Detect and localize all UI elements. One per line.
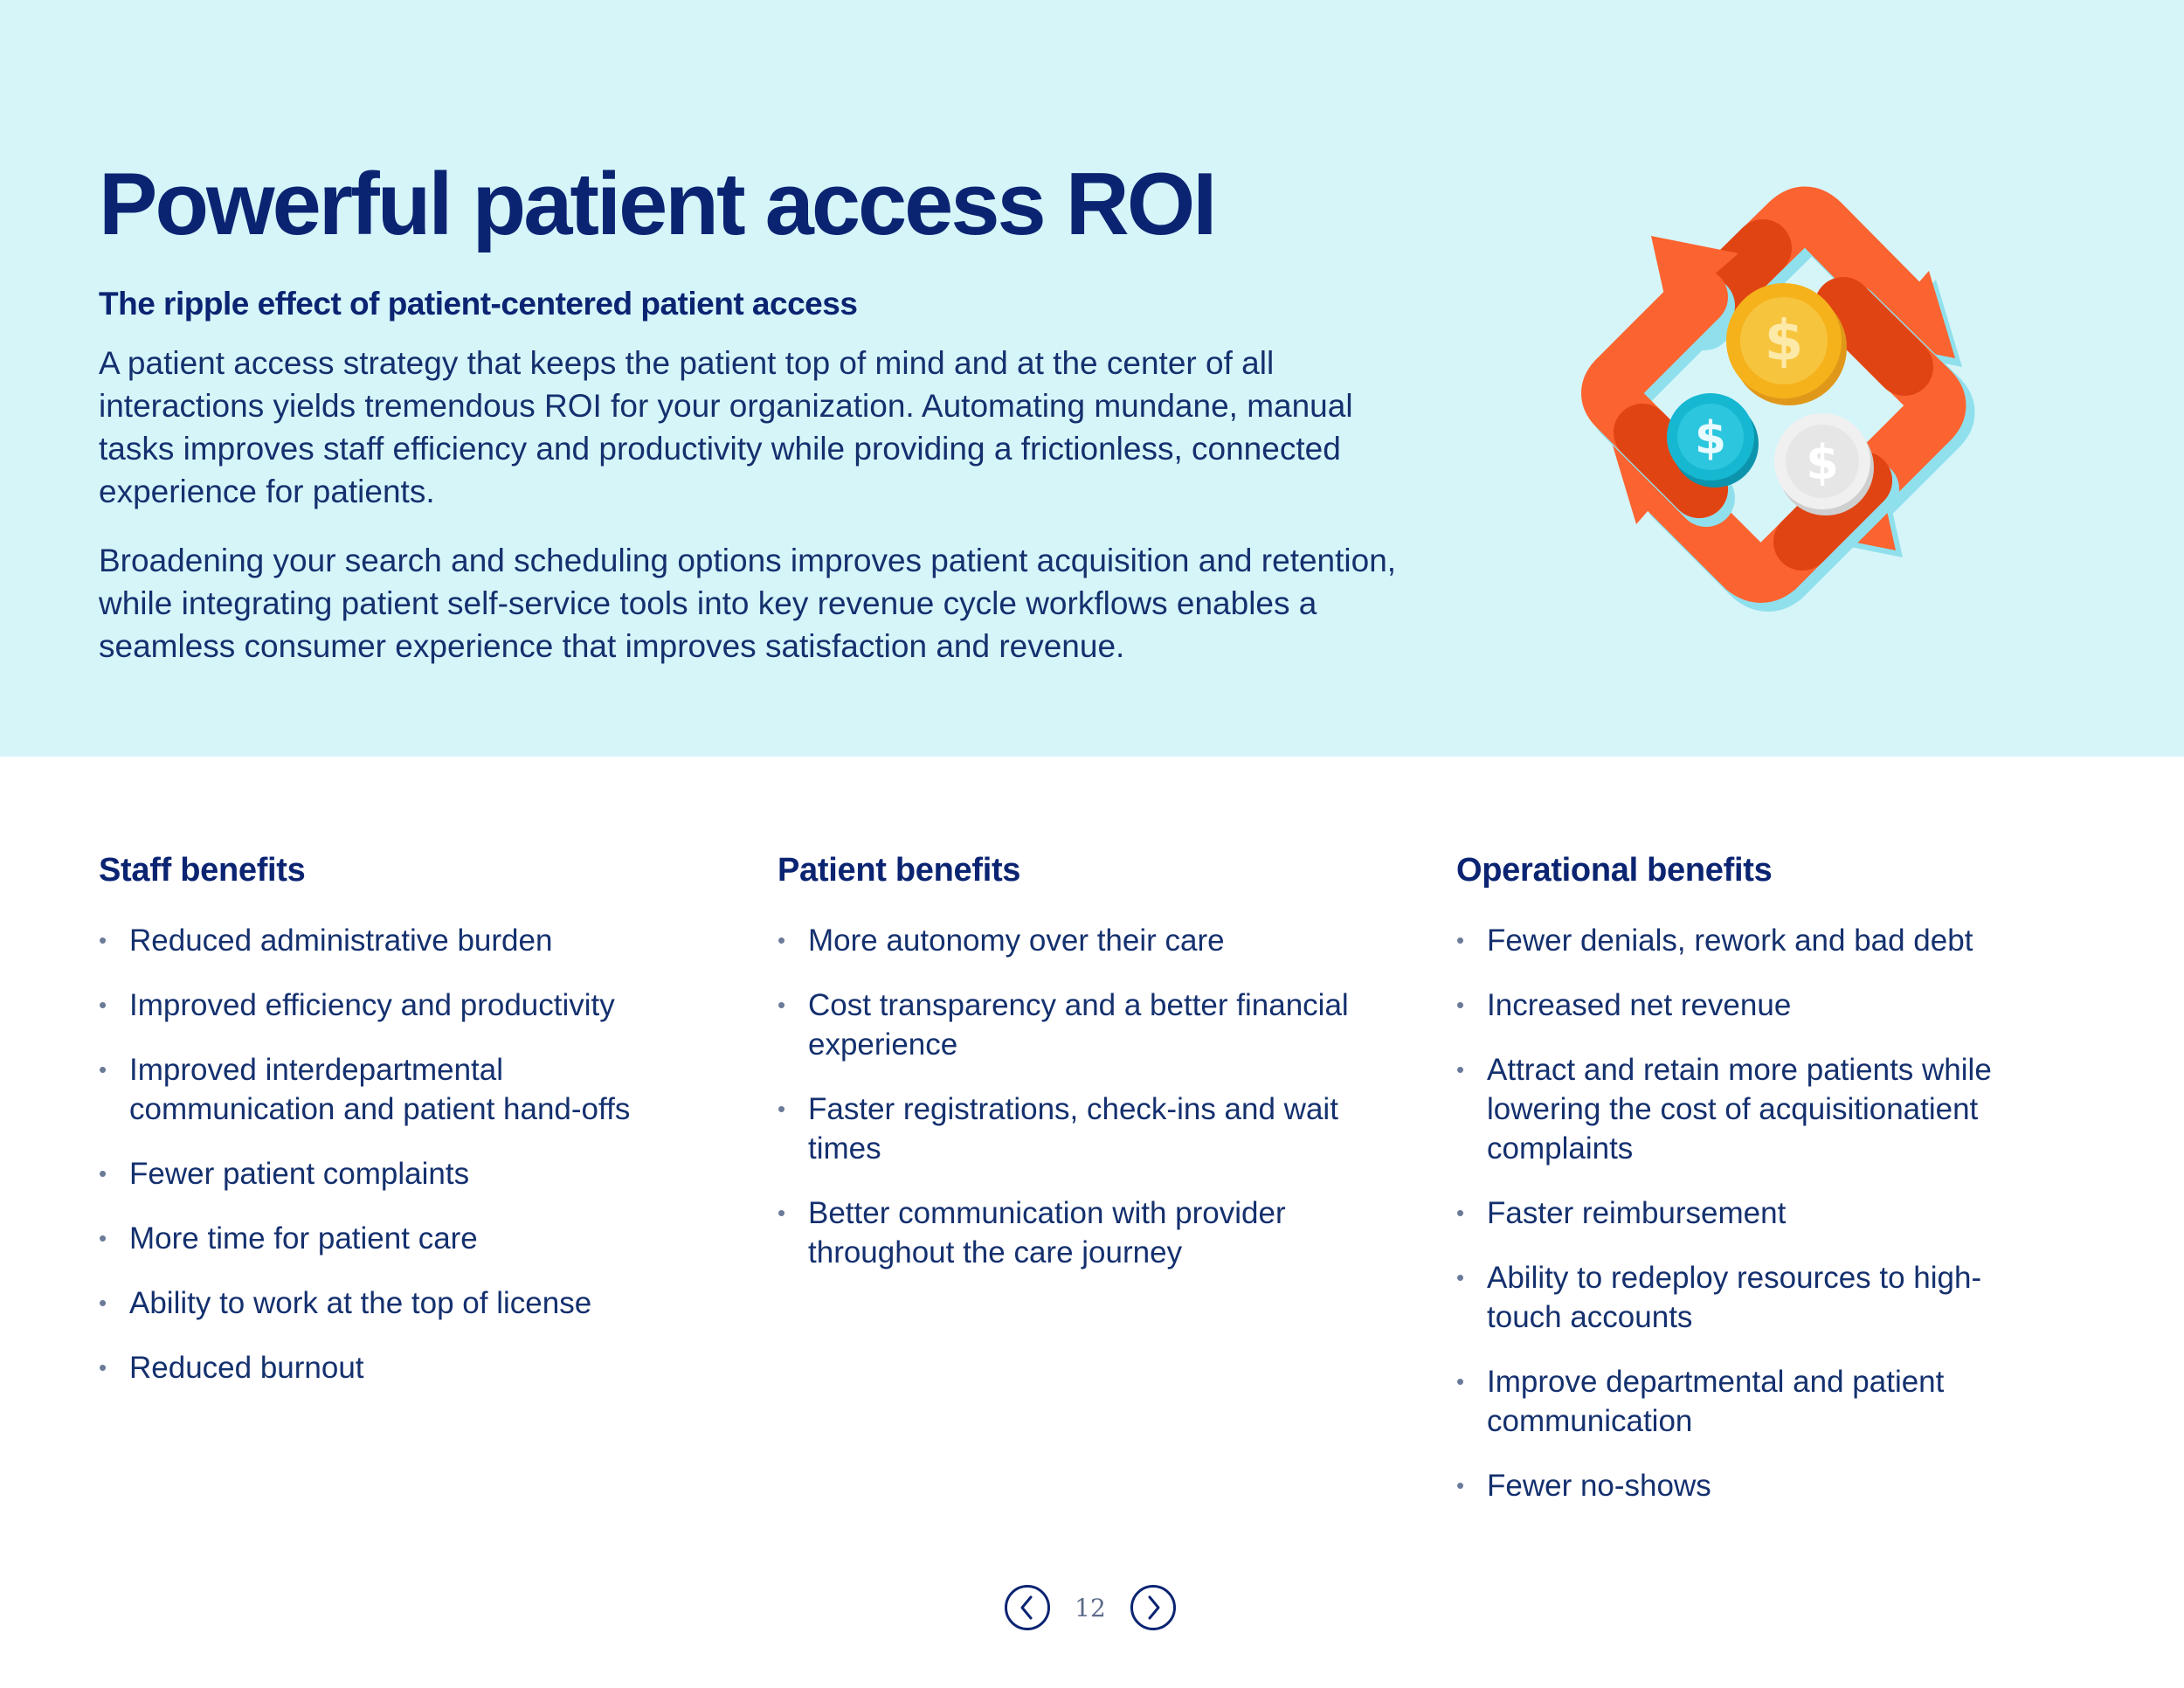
dollar-coin-icon: $ $ $ <box>1667 283 1874 515</box>
previous-page-button[interactable] <box>1005 1585 1050 1630</box>
next-page-button[interactable] <box>1130 1585 1176 1630</box>
page-number: 12 <box>1075 1593 1106 1622</box>
list-item: •Better communication with provider thro… <box>778 1196 1286 1269</box>
list-item: •Ability to redeploy resources to high-t… <box>1456 1261 1982 1334</box>
benefit-list: •Reduced administrative burden •Improved… <box>99 921 710 1387</box>
pagination: 12 <box>1005 1583 1176 1632</box>
list-item: •Attract and retain more patients while … <box>1456 1053 1992 1166</box>
list-item: •More time for patient care <box>99 1221 478 1256</box>
list-item: •Fewer no-shows <box>1456 1469 1711 1503</box>
patient-benefits-section: Patient benefits •More autonomy over the… <box>778 846 1389 1297</box>
section-heading: Staff benefits <box>99 852 306 889</box>
list-item: •Fewer denials, rework and bad debt <box>1456 924 1973 958</box>
svg-text:$: $ <box>1695 412 1726 465</box>
list-item: •Reduced administrative burden <box>99 924 553 958</box>
intro-paragraph: A patient access strategy that keeps the… <box>99 345 1353 509</box>
roi-cycle-illustration: $ $ $ <box>1581 186 1975 612</box>
second-paragraph: Broadening your search and scheduling op… <box>99 543 1397 664</box>
benefit-list: •Fewer denials, rework and bad debt •Inc… <box>1456 921 2050 1505</box>
page-title: Powerful patient access ROI <box>99 156 1217 253</box>
hero-banner: Powerful patient access ROI The ripple e… <box>0 0 2184 757</box>
list-item: •Cost transparency and a better financia… <box>778 988 1349 1062</box>
list-item: •Improve departmental and patient commun… <box>1456 1365 1945 1438</box>
list-item: •Increased net revenue <box>1456 988 1792 1022</box>
svg-text:$: $ <box>1806 435 1839 490</box>
section-heading: Patient benefits <box>778 852 1021 889</box>
page-subtitle: The ripple effect of patient-centered pa… <box>99 286 858 322</box>
list-item: •Improved interdepartmental communicatio… <box>99 1053 631 1126</box>
staff-benefits-section: Staff benefits •Reduced administrative b… <box>99 846 710 1413</box>
list-item: •Faster reimbursement <box>1456 1196 1787 1230</box>
list-item: •Faster registrations, check-ins and wai… <box>778 1092 1338 1166</box>
benefit-list: •More autonomy over their care •Cost tra… <box>778 921 1380 1272</box>
list-item: •Fewer patient complaints <box>99 1157 470 1191</box>
chevron-left-icon <box>1020 1595 1033 1620</box>
list-item: •Ability to work at the top of license <box>99 1286 592 1320</box>
list-item: •Reduced burnout <box>99 1351 364 1385</box>
chevron-right-icon <box>1148 1595 1160 1620</box>
list-item: •Improved efficiency and productivity <box>99 988 615 1022</box>
list-item: •More autonomy over their care <box>778 924 1225 958</box>
operational-benefits-section: Operational benefits •Fewer denials, rew… <box>1456 846 2068 1531</box>
coin-symbol: $ <box>1765 309 1804 374</box>
section-heading: Operational benefits <box>1456 852 1773 889</box>
